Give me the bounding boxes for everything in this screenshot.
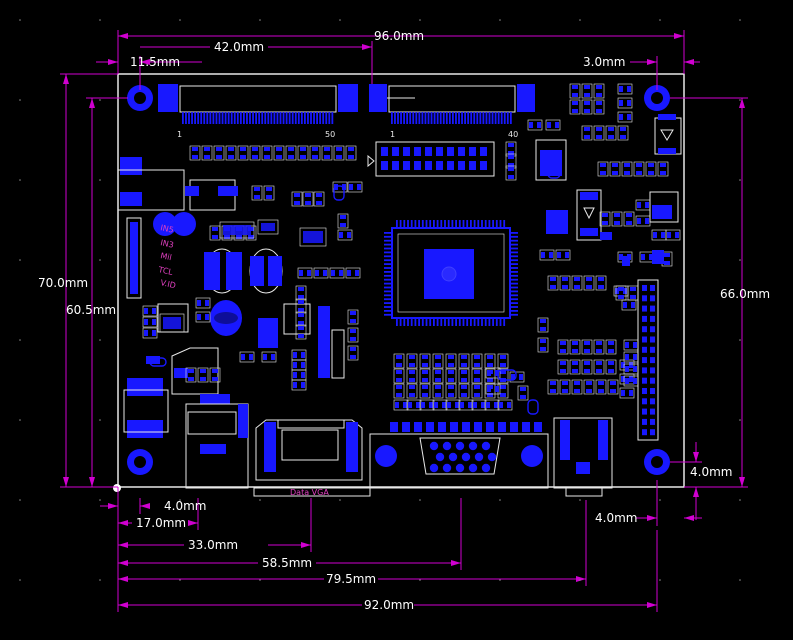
- side-header: [637, 279, 659, 441]
- dimension-labels: 96.0mm 11.5mm 42.0mm 3.0mm 70.0mm 60.5mm…: [38, 29, 770, 612]
- origin-marker: [113, 484, 121, 492]
- fpc-pin-1b-label: 1: [390, 130, 395, 139]
- dimension-lines: [60, 30, 748, 612]
- svg-text:V.ID: V.ID: [160, 278, 177, 290]
- hdmi-connector: Data VGA: [253, 419, 371, 497]
- dim-bottom-4: 4.0mm: [164, 499, 206, 513]
- smd-components: [142, 83, 681, 415]
- dim-bottom-92: 92.0mm: [364, 598, 414, 612]
- dim-bottom-right-offset: 4.0mm: [595, 511, 637, 525]
- main-ic: [384, 220, 518, 326]
- fpc-pin-40-label: 40: [508, 130, 518, 139]
- usb-silk-label: Data VGA: [290, 488, 329, 497]
- dim-bottom-33: 33.0mm: [188, 538, 238, 552]
- dim-right-bottom-offset: 4.0mm: [690, 465, 732, 479]
- dim-hole-height: 60.5mm: [66, 303, 116, 317]
- dim-total-width: 96.0mm: [374, 29, 424, 43]
- dim-bottom-58-5: 58.5mm: [262, 556, 312, 570]
- fpc-pin-50-label: 50: [325, 130, 335, 139]
- fpc-connector-50pin: 1 50: [158, 84, 358, 139]
- dim-bottom-17: 17.0mm: [136, 516, 186, 530]
- power-section: IN5 IN3 Mil TCL V.ID: [117, 157, 345, 379]
- dim-board-height: 70.0mm: [38, 276, 88, 290]
- board-outline: [117, 73, 685, 488]
- fpc-pin-1-label: 1: [177, 130, 182, 139]
- svg-text:TCL: TCL: [157, 265, 175, 277]
- vga-connector: [369, 422, 549, 489]
- svg-text:IN5: IN5: [160, 223, 175, 235]
- dim-left-hole-offset: 11.5mm: [130, 55, 180, 69]
- fpc-connector-40pin: 1 40: [369, 84, 535, 139]
- svg-text:IN3: IN3: [160, 238, 175, 250]
- dim-bottom-79-5: 79.5mm: [326, 572, 376, 586]
- pin-header-2x10: [367, 141, 495, 177]
- dim-right-height: 66.0mm: [720, 287, 770, 301]
- dim-connector-span: 42.0mm: [214, 40, 264, 54]
- grid-dots: [19, 19, 741, 581]
- dim-right-hole-offset: 3.0mm: [583, 55, 625, 69]
- audio-jack: [553, 417, 613, 497]
- svg-text:Mil: Mil: [160, 251, 173, 262]
- mounting-holes: [113, 85, 670, 492]
- right-top-parts: [535, 114, 682, 266]
- power-jack: [123, 347, 249, 489]
